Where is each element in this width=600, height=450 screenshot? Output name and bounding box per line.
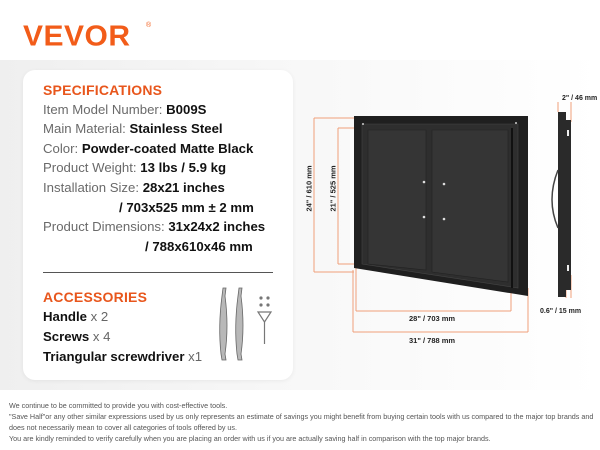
dimension-lines: [313, 117, 529, 333]
accessories-title: ACCESSORIES: [43, 289, 148, 305]
height-outer-label: 24" / 610 mm: [304, 165, 314, 212]
spec-model-number: Item Model Number: B009S: [43, 102, 207, 117]
depth-top-label: 2" / 46 mm: [562, 95, 598, 102]
spec-main-material: Main Material: Stainless Steel: [43, 121, 223, 136]
vevor-logo: VEVOR: [23, 20, 131, 53]
accessory-handle: Handle x 2: [43, 309, 109, 324]
disclaimer-text: We continue to be committed to provide y…: [9, 400, 599, 444]
triangular-screwdriver-icon: [256, 311, 273, 344]
accessory-screwdriver: Triangular screwdriver x1: [43, 349, 203, 364]
section-divider: [43, 272, 273, 273]
accessory-screws: Screws x 4: [43, 329, 111, 344]
accessories-image: [219, 287, 273, 361]
handle-icon: [219, 287, 244, 361]
disclaimer-line-3: You are kindly reminded to verify carefu…: [9, 434, 491, 443]
specifications-title: SPECIFICATIONS: [43, 82, 163, 98]
registered-mark: ®: [146, 22, 152, 29]
spec-installation-size: Installation Size: 28x21 inches: [43, 180, 225, 195]
width-outer-label: 31" / 788 mm: [409, 336, 456, 345]
door-frame: [354, 116, 528, 296]
side-handle-icon: [551, 169, 559, 229]
spec-installation-size-metric: / 703x525 mm ± 2 mm: [119, 200, 254, 215]
width-inner-label: 28" / 703 mm: [409, 314, 456, 323]
spec-color: Color: Powder-coated Matte Black: [43, 141, 254, 156]
specifications-card: SPECIFICATIONS Item Model Number: B009S …: [23, 70, 293, 380]
screws-icon: [259, 296, 270, 307]
spec-product-dimensions: Product Dimensions: 31x24x2 inches: [43, 219, 266, 234]
spec-weight: Product Weight: 13 lbs / 5.9 kg: [43, 160, 227, 175]
height-inner-label: 21" / 525 mm: [328, 165, 338, 212]
front-view-diagram: [313, 116, 529, 333]
depth-bottom-label: 0.6" / 15 mm: [540, 308, 582, 315]
side-view-diagram: [551, 102, 572, 298]
spec-product-dimensions-metric: / 788x610x46 mm: [145, 239, 253, 254]
disclaimer-line-1: We continue to be committed to provide y…: [9, 401, 228, 410]
disclaimer-line-2: "Save Half"or any other similar expressi…: [9, 412, 594, 432]
